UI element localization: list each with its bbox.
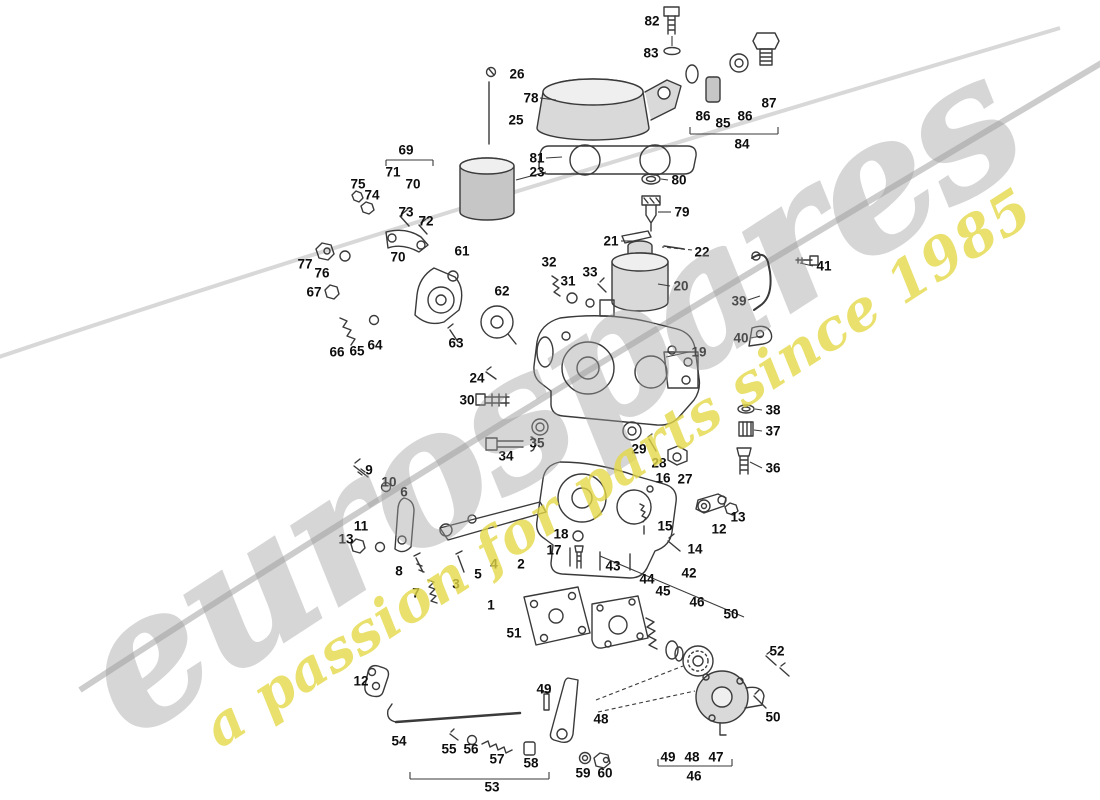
mid-small-parts	[475, 366, 688, 493]
leader-line	[657, 283, 671, 287]
leader-line	[754, 408, 763, 411]
leader-line	[747, 295, 761, 301]
leader-line	[660, 178, 669, 181]
top-cover-assembly	[459, 6, 780, 232]
leader-line	[599, 555, 745, 618]
leader-line	[597, 690, 696, 713]
right-side-parts	[736, 251, 819, 475]
carburetor-body	[533, 299, 701, 426]
leader-lines-layer	[385, 36, 814, 780]
leader-line	[545, 156, 563, 159]
leader-line	[661, 246, 693, 251]
float-and-jets	[551, 230, 685, 312]
left-linkage-cluster	[315, 190, 517, 346]
throttle-body-assembly	[350, 458, 739, 604]
accelerator-pump-assembly	[364, 586, 790, 769]
leader-line	[665, 351, 690, 358]
leader-line	[539, 97, 557, 101]
leader-line	[595, 665, 684, 701]
leader-line	[753, 429, 763, 432]
leader-line	[749, 335, 763, 339]
leader-line	[799, 262, 814, 267]
leader-line	[515, 171, 547, 181]
leader-line	[749, 461, 763, 469]
